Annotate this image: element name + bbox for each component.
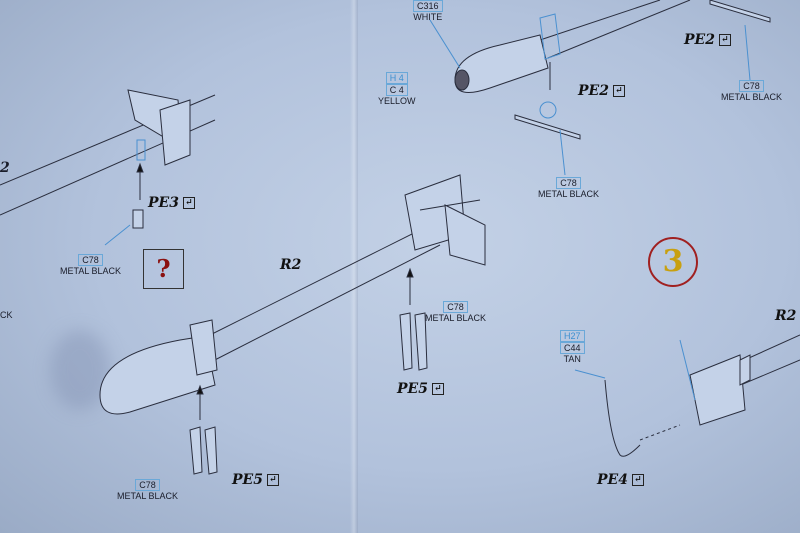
check-box-icon: ↵: [266, 474, 279, 486]
question-mark-icon: ?: [143, 249, 184, 289]
rocket-rail-left: [0, 89, 216, 246]
paint-h-code: H27: [560, 330, 585, 342]
paint-code: C78: [739, 80, 764, 92]
paint-code: C316: [413, 0, 443, 12]
part-label-r2: R2: [280, 257, 302, 273]
check-box-icon: ↵: [431, 383, 444, 395]
paint-code: C44: [560, 342, 585, 354]
paint-code: C78: [556, 177, 581, 189]
part-number: PE5: [397, 381, 428, 397]
page-fold: [350, 0, 358, 533]
paint-name: METAL BLACK: [60, 266, 122, 276]
check-box-icon: ↵: [718, 34, 731, 46]
page-fragment-label: CK: [0, 310, 13, 320]
check-box-icon: ↵: [182, 197, 195, 209]
part-number: PE3: [148, 195, 179, 211]
paint-code: C78: [135, 479, 160, 491]
paint-name: WHITE: [413, 12, 443, 22]
rocket-rail-top: [429, 0, 771, 176]
part-number: PE2: [684, 32, 715, 48]
part-label-r2: R2: [775, 308, 797, 324]
paint-code: C78: [443, 301, 468, 313]
part-label-pe3: PE3↵: [148, 195, 195, 211]
part-label-pe5: PE5↵: [232, 472, 279, 488]
paint-name: TAN: [563, 354, 581, 364]
part-label-pe4: PE4↵: [597, 472, 644, 488]
paint-h-code: H 4: [385, 72, 408, 84]
check-box-icon: ↵: [612, 85, 625, 97]
paint-name: YELLOW: [378, 96, 416, 106]
part-label-pe2: PE2↵: [684, 32, 731, 48]
paint-name: METAL BLACK: [425, 313, 487, 323]
rocket-rail-right: [574, 334, 800, 457]
paint-code: C78: [78, 254, 103, 266]
rocket-rail-center: [99, 174, 486, 475]
paint-name: METAL BLACK: [538, 189, 600, 199]
part-number: PE4: [597, 472, 628, 488]
part-label-pe2: PE2↵: [578, 83, 625, 99]
paint-name: METAL BLACK: [721, 92, 783, 102]
step-number-badge: 3: [648, 237, 698, 287]
check-box-icon: ↵: [631, 474, 644, 486]
page-fragment-number: 2: [0, 160, 10, 176]
paint-name: METAL BLACK: [117, 491, 179, 501]
part-number: PE2: [578, 83, 609, 99]
part-label-pe5: PE5↵: [397, 381, 444, 397]
part-number: PE5: [232, 472, 263, 488]
paint-code: C 4: [385, 84, 408, 96]
